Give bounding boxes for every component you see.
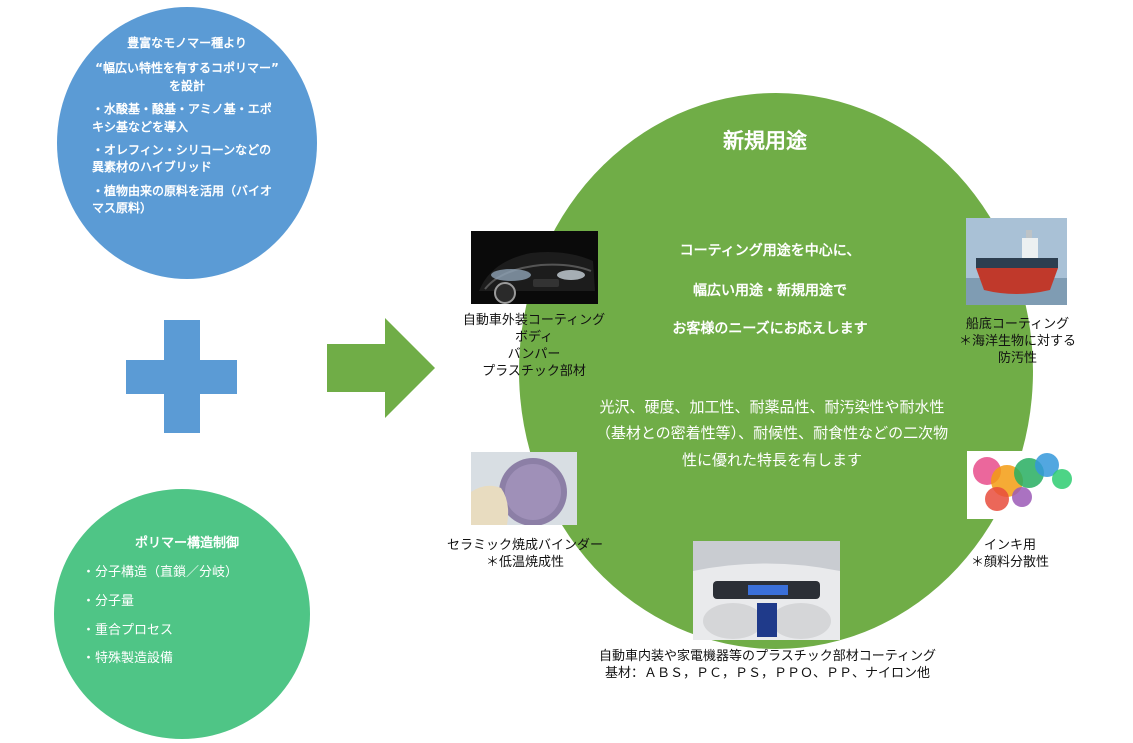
car-interior-image [693, 541, 840, 640]
polymer-heading: ポリマー構造制御 [134, 536, 239, 551]
polymer-structure-circle [54, 489, 310, 739]
plus-icon-horizontal [126, 360, 237, 394]
ink-caption: インキ用 ＊顔料分散性 [950, 538, 1070, 572]
ink-image [967, 451, 1077, 519]
caption-line: インキ用 [983, 538, 1036, 553]
ship-caption: 船底コーティング ＊海洋生物に対する 防汚性 [945, 317, 1090, 368]
monomer-heading-3: を設計 [168, 78, 205, 93]
center-line-1: コーティング用途を中心に、 [679, 243, 861, 259]
ceramic-caption: セラミック焼成バインダー ＊低温焼成性 [440, 538, 610, 572]
monomer-item: ・水酸基・酸基・アミノ基・エポキシ基などを導入 [92, 102, 272, 134]
polymer-structure-text: ポリマー構造制御 ・分子構造（直鎖／分岐） ・分子量 ・重合プロセス ・特殊製造… [82, 535, 292, 669]
monomer-item: ・オレフィン・シリコーンなどの異素材のハイブリッド [92, 142, 272, 175]
monomer-heading-1: 豊富なモノマー種より [127, 36, 247, 50]
caption-line: ボディ [514, 329, 554, 345]
caption-line: 基材：ＡＢＳ，ＰＣ，ＰＳ，ＰＰＯ、ＰＰ、ナイロン他 [604, 665, 930, 681]
car-exterior-image [471, 231, 598, 304]
caption-line: ＊海洋生物に対する [958, 333, 1076, 349]
caption-line: 船底コーティング [965, 317, 1070, 332]
center-line-2: 幅広い用途・新規用途で [693, 283, 847, 299]
caption-line: バンパー [507, 346, 561, 362]
caption-line: ＊低温焼成性 [485, 554, 564, 570]
polymer-item: ・分子量 [82, 593, 135, 609]
caption-line: プラスチック部材 [482, 363, 586, 379]
monomer-heading-2: “幅広い特性を有するコポリマー” [95, 61, 279, 76]
monomer-item: ・植物由来の原料を活用（バイオマス原料） [92, 183, 273, 216]
polymer-item: ・特殊製造設備 [82, 651, 174, 667]
interior-caption: 自動車内装や家電機器等のプラスチック部材コーティング 基材：ＡＢＳ，ＰＣ，ＰＳ，… [555, 649, 980, 683]
car-exterior-caption: 自動車外装コーティング ボディ バンパー プラスチック部材 [444, 313, 624, 381]
caption-line: ＊顔料分散性 [970, 554, 1049, 570]
new-applications-title: 新規用途 [723, 129, 807, 153]
center-line-3: お客様のニーズにお応えします [672, 321, 868, 337]
caption-line: 防汚性 [997, 350, 1037, 366]
polymer-item: ・分子構造（直鎖／分岐） [82, 564, 239, 580]
monomer-design-circle [57, 7, 317, 279]
right-arrow-icon [327, 318, 435, 418]
polymer-item: ・重合プロセス [82, 622, 174, 638]
caption-line: 自動車内装や家電機器等のプラスチック部材コーティング [599, 649, 936, 664]
ceramic-wafer-image [471, 452, 577, 525]
caption-line: セラミック焼成バインダー [446, 538, 603, 553]
ship-image [966, 218, 1067, 305]
caption-line: 自動車外装コーティング [462, 313, 606, 328]
center-paragraph: 光沢、硬度、加工性、耐薬品性、耐汚染性や耐水性（基材との密着性等）、耐候性、耐食… [595, 398, 949, 469]
monomer-design-text: 豊富なモノマー種より “幅広い特性を有するコポリマー” を設計 ・水酸基・酸基・… [82, 35, 292, 218]
